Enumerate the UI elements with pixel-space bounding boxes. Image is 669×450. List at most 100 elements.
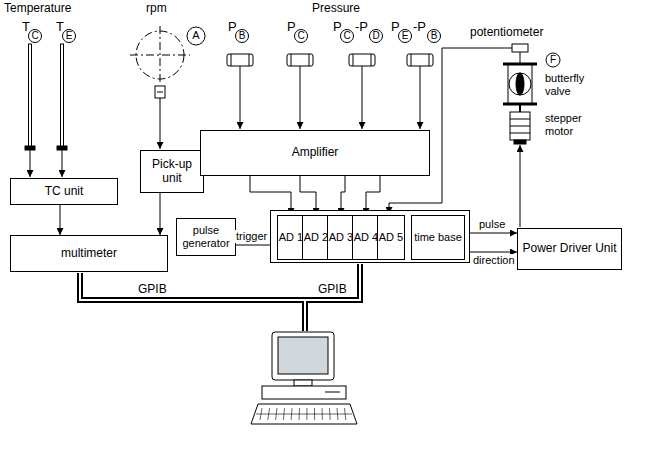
signal-arrow [465, 252, 517, 253]
stepper-motor [510, 112, 530, 140]
stepper-motor [519, 104, 521, 112]
box-label: AD 3 [329, 231, 353, 244]
signal-name: direction [472, 254, 516, 267]
pressure-transducer [429, 54, 430, 66]
signal-arrow [60, 205, 61, 235]
potentiometer-symbol [520, 52, 521, 64]
callout-letter: C [337, 31, 357, 41]
potentiometer-symbol [389, 44, 528, 214]
thermocouple-probe [25, 44, 67, 177]
butterfly-valve [532, 64, 533, 104]
annotation-label: P [391, 20, 400, 35]
stepper-motor [510, 104, 530, 227]
signal-arrow [160, 193, 161, 235]
process-box: pulse generator [176, 218, 236, 256]
stepper-motor [514, 140, 526, 144]
stepper-motor [510, 119, 530, 120]
box-label: AD 4 [354, 231, 378, 244]
stepper-motor [510, 126, 530, 127]
converter-channel-box: AD 4 [352, 215, 380, 260]
pressure-transducer [420, 66, 421, 129]
box-label: Power Driver Unit [522, 242, 616, 256]
thermocouple-probe [25, 146, 35, 150]
box-label: AD 1 [279, 231, 303, 244]
box-label: Pick-up unit [141, 158, 203, 186]
box-label: time base [414, 231, 462, 244]
converter-channel-box: AD 5 [377, 215, 405, 260]
stepper-motor [510, 133, 530, 134]
computer-illustration [278, 337, 328, 374]
butterfly-valve [509, 73, 531, 95]
pressure-transducer [249, 54, 250, 66]
pressure-transducer [300, 66, 301, 129]
gpib-bus [80, 264, 360, 331]
box-label: Amplifier [292, 146, 339, 160]
annotation-label: T [56, 20, 64, 35]
pressure-transducer [362, 66, 363, 129]
signal-name: pulse [478, 218, 506, 231]
callout-letter: D [366, 31, 386, 41]
callout-letter: C [291, 31, 311, 41]
process-box: TC unit [10, 178, 118, 205]
annotation-label: potentiometer [470, 26, 543, 40]
box-label: pulse generator [177, 224, 235, 249]
pressure-transducer [309, 54, 310, 66]
pressure-transducer [227, 54, 433, 129]
process-box: Pick-up unit [140, 150, 204, 193]
signal-arrow [465, 233, 517, 234]
stepper-motor [520, 145, 521, 227]
pressure-transducer [231, 54, 232, 66]
annotation-label: P [287, 20, 296, 35]
annotation-label: -P [413, 20, 426, 35]
callout-circle [187, 27, 205, 45]
pressure-transducer [227, 54, 253, 66]
butterfly-valve [503, 64, 537, 104]
annotation-label: stepper motor [545, 112, 601, 137]
box-label: AD 5 [379, 231, 403, 244]
annotation-label: P [333, 20, 342, 35]
pressure-transducer [240, 66, 241, 129]
rpm-pickup-sensor [157, 92, 163, 93]
rpm-pickup-sensor [155, 86, 165, 149]
converter-channel-box: time base [411, 215, 465, 260]
annotation-label: GPIB [318, 283, 347, 297]
rotor-wheel [130, 26, 190, 84]
callout-letter: E [59, 31, 79, 41]
butterfly-valve [516, 73, 524, 95]
process-box: Amplifier [200, 130, 430, 176]
computer-illustration [294, 380, 312, 386]
annotation-label: Pressure [312, 2, 360, 16]
converter-channel-box: AD 1 [277, 215, 305, 260]
process-box: multimeter [10, 235, 168, 272]
pressure-transducer [407, 54, 433, 66]
computer-illustration [251, 404, 357, 424]
pressure-transducer [349, 54, 375, 66]
annotation-label: T [22, 20, 30, 35]
computer-illustration [272, 332, 334, 380]
callout-letter: F [543, 55, 563, 65]
computer-illustration [256, 414, 352, 415]
pressure-transducer [411, 54, 412, 66]
rpm-pickup-sensor [160, 98, 161, 149]
annotation-label: P [228, 20, 237, 35]
pressure-transducer [291, 54, 292, 66]
thermocouple-probe [57, 146, 67, 150]
annotation-label: GPIB [138, 283, 167, 297]
callout-letter: C [25, 31, 45, 41]
computer-illustration [251, 332, 357, 424]
converter-channel-box: AD 3 [327, 215, 355, 260]
annotation-label: -P [355, 20, 368, 35]
annotation-label: butterfly valve [545, 72, 601, 97]
box-label: AD 2 [304, 231, 328, 244]
butterfly-valve [508, 64, 509, 104]
callout-letter: A [186, 30, 206, 41]
thermocouple-probe [30, 150, 31, 177]
annotation-label: Temperature [4, 2, 71, 16]
rpm-pickup-sensor [155, 86, 165, 98]
thermocouple-probe [62, 150, 63, 177]
box-label: multimeter [61, 247, 117, 261]
potentiometer-symbol [512, 44, 528, 52]
rotor-wheel [160, 26, 161, 84]
process-box: AD 1AD 2AD 3AD 4AD 5 time base [270, 210, 470, 263]
process-box: Power Driver Unit [517, 228, 622, 270]
